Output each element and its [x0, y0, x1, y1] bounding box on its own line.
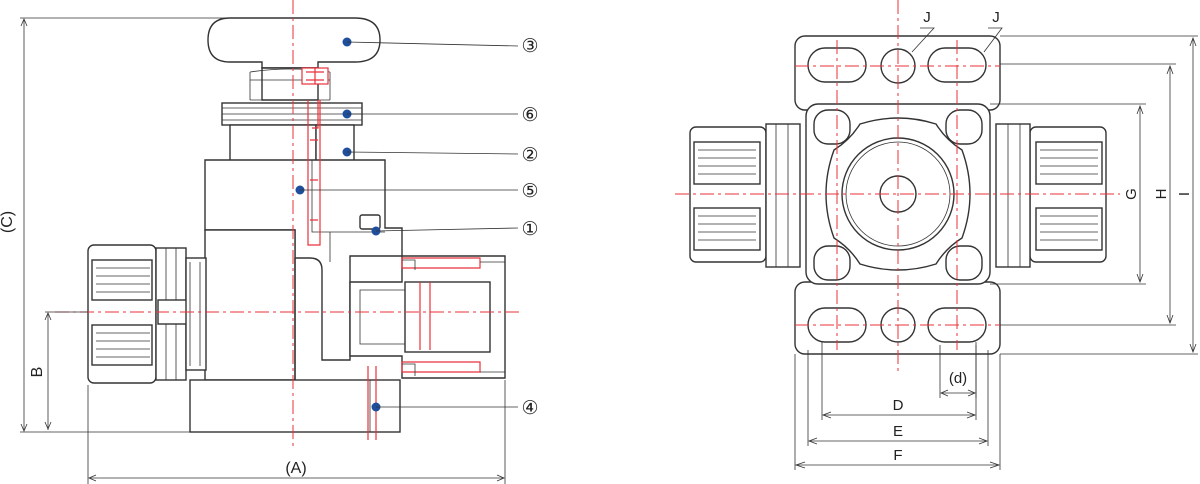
dim-d-small: (d): [949, 370, 967, 387]
dim-h: H: [1153, 189, 1170, 200]
callout-1: ①: [521, 219, 538, 240]
callout-3: ③: [521, 36, 538, 57]
handle-knob: [207, 17, 381, 69]
bonnet-ring: [229, 124, 317, 162]
inlet-union-nut: [87, 244, 207, 384]
dim-e: E: [893, 423, 903, 440]
valve-body: [204, 159, 403, 361]
dim-f: F: [893, 447, 902, 464]
side-view: ③ ⑥ ② ⑤ ① ④ (C) B (A): [0, 0, 539, 484]
dim-j-right: J: [992, 9, 1000, 26]
dim-overall-length: (A): [285, 460, 306, 477]
top-mount-tab: [794, 35, 1001, 111]
dim-g: G: [1123, 188, 1140, 200]
internal-stem: [307, 100, 321, 246]
right-union: [995, 123, 1107, 268]
dim-overall-height: (C): [0, 211, 16, 233]
callout-4: ④: [521, 398, 538, 419]
callout-6: ⑥: [521, 105, 538, 126]
dim-i: I: [1176, 192, 1193, 196]
dim-d: D: [893, 397, 904, 414]
dim-center-height: B: [29, 367, 46, 378]
callout-2: ②: [521, 145, 538, 166]
base-plate: [189, 379, 401, 433]
dim-j-left: J: [923, 9, 931, 26]
front-view: J J G H I (d) D E F: [675, 0, 1198, 470]
left-union: [689, 123, 801, 268]
callout-5: ⑤: [521, 181, 538, 202]
